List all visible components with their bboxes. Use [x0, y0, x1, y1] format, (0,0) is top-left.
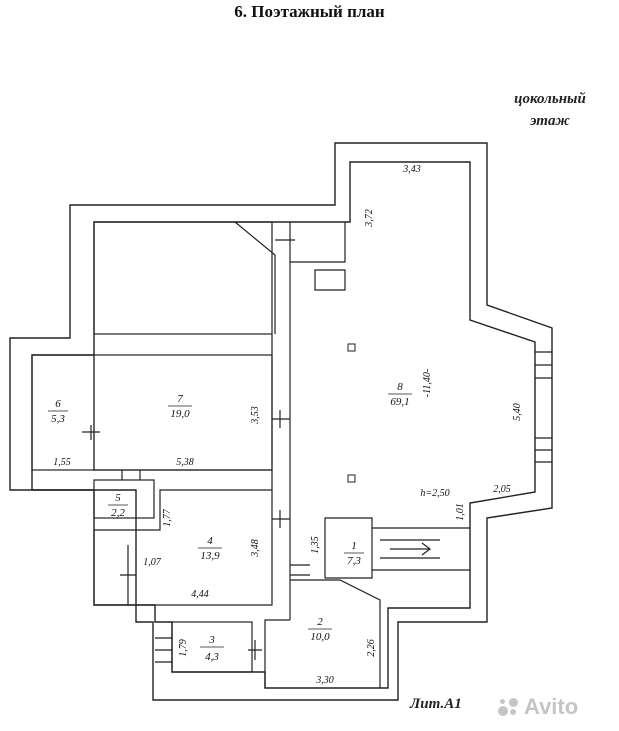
room-1-num: 1	[351, 540, 357, 552]
page-title: 6. Поэтажный план	[234, 2, 385, 21]
room-2-outline	[264, 579, 381, 688]
room-4-area: 13,9	[200, 550, 220, 562]
door-tick-1	[272, 410, 290, 428]
room-2-num: 2	[317, 616, 323, 628]
upper-left-room	[93, 221, 273, 335]
room-1-area: 7,3	[347, 555, 361, 567]
dim-1-01: 1,01	[455, 503, 466, 521]
stair-arrow	[390, 542, 431, 556]
stair-step-box	[314, 269, 346, 291]
room-6-area: 5,3	[51, 413, 65, 425]
floor-label: цокольный этаж	[480, 88, 619, 132]
corridor-wall	[271, 334, 291, 620]
column-marker-2	[347, 474, 356, 483]
dim-5-40: 5,40	[512, 403, 523, 421]
room-8-area: 69,1	[390, 396, 409, 408]
dim-3-53: 3,53	[250, 406, 261, 425]
door-tick-2	[272, 510, 290, 528]
stair-bottom	[372, 527, 470, 571]
dim-1-07: 1,07	[143, 557, 162, 568]
dim-1-79: 1,79	[178, 639, 189, 657]
dim-4-44: 4,44	[191, 589, 209, 600]
room-5-num: 5	[115, 492, 121, 504]
dim-3-48: 3,48	[250, 539, 261, 558]
upper-diagonal-wall	[234, 221, 276, 334]
room-8-num: 8	[397, 381, 403, 393]
room-4-num: 4	[207, 535, 213, 547]
dim-5-38: 5,38	[176, 457, 194, 468]
column-marker-1	[347, 343, 356, 352]
floor-label-line2: этаж	[530, 113, 570, 129]
inner-wall-outline	[31, 161, 536, 689]
window-east-1	[535, 351, 552, 379]
room-6-outline	[31, 354, 95, 471]
stair-top	[289, 222, 346, 355]
room-3-area: 4,3	[205, 651, 219, 663]
room-5-outline	[93, 479, 155, 519]
room-1-outline	[324, 517, 373, 579]
dim-1-55: 1,55	[53, 457, 71, 468]
room-7-area: 19,0	[170, 408, 190, 420]
watermark: Avito	[498, 694, 578, 720]
dim-11-40: -11,40-	[422, 369, 433, 397]
dim-1-77: 1,77	[162, 508, 173, 527]
door-tick-4	[121, 470, 141, 480]
room-3-num: 3	[208, 634, 215, 646]
dim-1-35: 1,35	[310, 536, 321, 554]
building-label: Лит.А1	[410, 696, 462, 712]
door-tick-5	[120, 545, 136, 605]
room-2-area: 10,0	[310, 631, 330, 643]
height-label: h=2,50	[420, 488, 449, 499]
door-tick-6	[290, 564, 310, 576]
avito-logo-icon	[498, 696, 520, 718]
room-5-area: 2,2	[111, 507, 125, 519]
dim-3-72: 3,72	[364, 209, 375, 228]
dim-2-05: 2,05	[493, 484, 511, 495]
window-south	[155, 637, 172, 663]
door-tick-3	[82, 425, 100, 440]
outer-wall-outline	[9, 142, 553, 701]
floor-label-line1: цокольный	[514, 91, 586, 107]
watermark-text: Avito	[524, 694, 579, 719]
dim-3-43: 3,43	[402, 164, 421, 175]
window-east-2	[535, 437, 552, 463]
dim-2-26: 2,26	[366, 639, 377, 657]
room-6-num: 6	[55, 398, 61, 410]
room-7-num: 7	[177, 393, 183, 405]
room-3-outline	[171, 621, 253, 673]
door-tick-7	[248, 640, 262, 660]
dim-3-30: 3,30	[315, 675, 334, 686]
